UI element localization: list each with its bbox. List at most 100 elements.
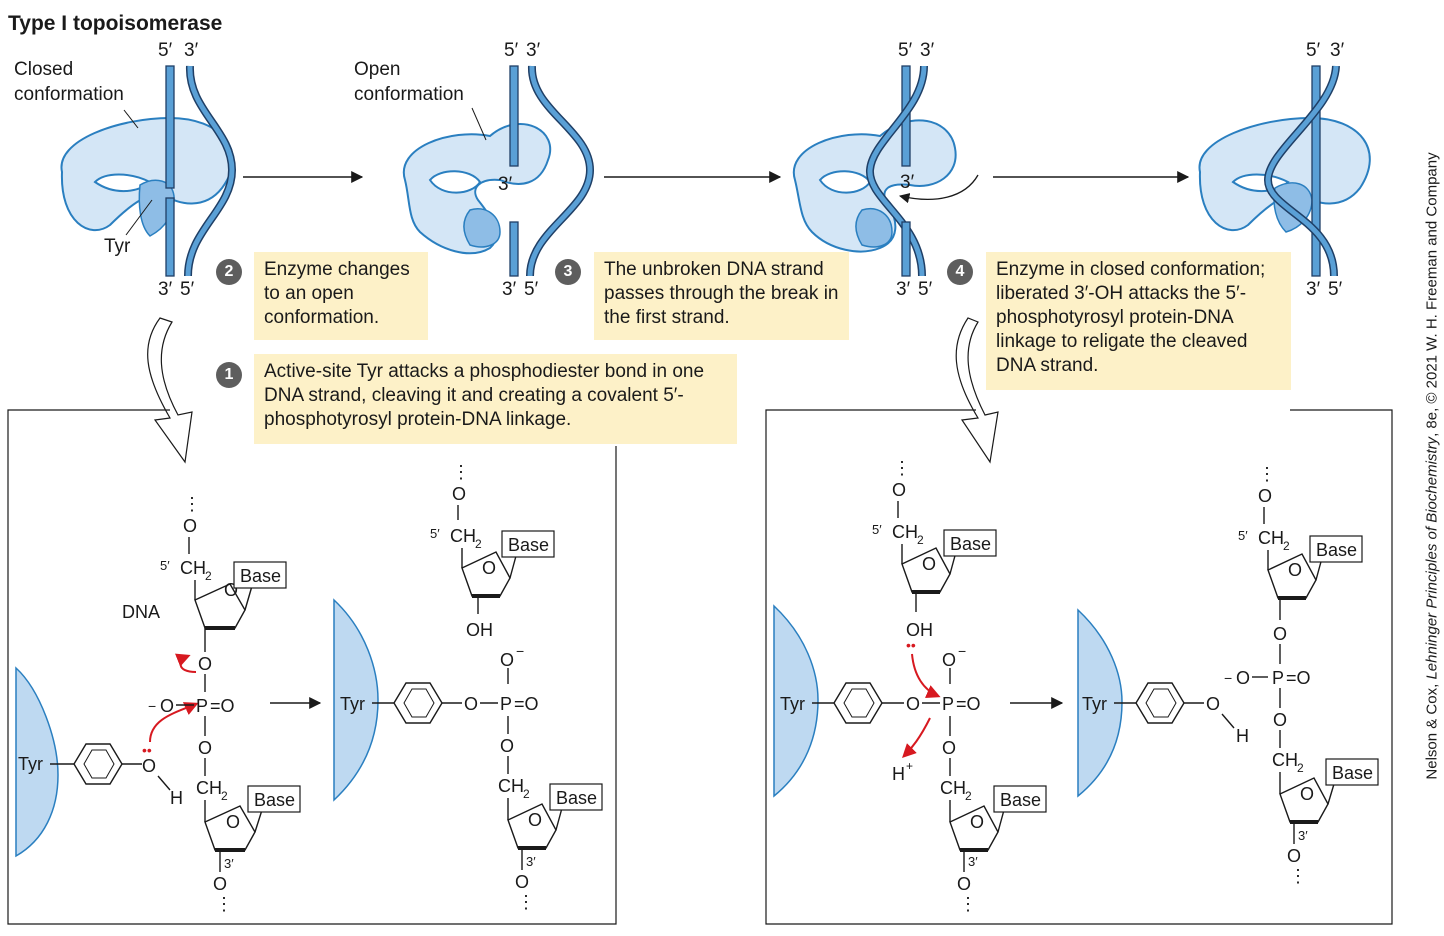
- svg-text:5′: 5′: [918, 279, 933, 300]
- svg-text:O: O: [500, 736, 514, 756]
- svg-text:DNA: DNA: [122, 602, 160, 622]
- hollow-arrow-left: [147, 317, 193, 464]
- svg-text:O: O: [198, 738, 212, 758]
- svg-text:O: O: [892, 480, 906, 500]
- svg-text:3′: 3′: [158, 279, 173, 300]
- svg-text:−: −: [148, 698, 156, 714]
- svg-text:5′: 5′: [160, 558, 170, 573]
- svg-text:P: P: [196, 696, 208, 716]
- top-labels: Closed conformation Open conformation Ty…: [14, 40, 1345, 300]
- svg-text:5′: 5′: [430, 526, 440, 541]
- svg-text:O: O: [1206, 694, 1220, 714]
- svg-text:5′: 5′: [1328, 279, 1343, 300]
- svg-text:O: O: [500, 650, 514, 670]
- svg-text:O: O: [1258, 486, 1272, 506]
- svg-text:O: O: [515, 872, 529, 892]
- svg-text:O: O: [482, 558, 496, 578]
- svg-text:••: ••: [142, 742, 152, 758]
- svg-text:2: 2: [917, 533, 924, 547]
- svg-text:⋮: ⋮: [452, 462, 470, 482]
- svg-text:3′: 3′: [1298, 828, 1308, 843]
- svg-text:−: −: [958, 643, 966, 659]
- svg-text:H: H: [1236, 726, 1249, 746]
- step-badge-2: 2: [216, 259, 242, 285]
- svg-text:O: O: [198, 654, 212, 674]
- svg-text:Base: Base: [950, 534, 991, 554]
- panel-right-border: [765, 409, 1393, 925]
- svg-text:3′: 3′: [184, 40, 199, 61]
- svg-text:Tyr: Tyr: [18, 754, 43, 774]
- svg-text:2: 2: [523, 787, 530, 801]
- svg-text:3′: 3′: [896, 279, 911, 300]
- svg-text:Base: Base: [1332, 763, 1373, 783]
- svg-text:O: O: [183, 516, 197, 536]
- svg-text:2: 2: [1297, 761, 1304, 775]
- svg-text:3′: 3′: [1306, 279, 1321, 300]
- svg-text:OH: OH: [906, 620, 933, 640]
- svg-text:••: ••: [906, 637, 916, 653]
- svg-text:O: O: [1273, 624, 1287, 644]
- svg-text:−: −: [1224, 670, 1232, 686]
- svg-text:−: −: [516, 643, 524, 659]
- step-badge-1: 1: [216, 362, 242, 388]
- svg-text:P: P: [1272, 668, 1284, 688]
- hollow-arrow-right: [955, 317, 999, 464]
- svg-text:CH: CH: [498, 776, 524, 796]
- svg-text:O: O: [922, 554, 936, 574]
- svg-text:3′: 3′: [900, 172, 915, 193]
- svg-text:Base: Base: [556, 788, 597, 808]
- enzyme-strand-passage: [792, 65, 979, 277]
- svg-text:5′: 5′: [524, 279, 539, 300]
- svg-text:5′: 5′: [158, 40, 173, 61]
- svg-text:conformation: conformation: [14, 84, 124, 105]
- svg-text:5′: 5′: [872, 522, 882, 537]
- svg-text:Open: Open: [354, 59, 400, 80]
- svg-text:O: O: [160, 696, 174, 716]
- panel-left-border: [7, 409, 617, 925]
- step-note-3: The unbroken DNA strand passes through t…: [594, 252, 849, 340]
- svg-text:O: O: [942, 650, 956, 670]
- svg-text:5′: 5′: [1238, 528, 1248, 543]
- svg-text:Base: Base: [1316, 540, 1357, 560]
- svg-text:2: 2: [221, 789, 228, 803]
- svg-text:3′: 3′: [1330, 40, 1345, 61]
- svg-text:Tyr: Tyr: [780, 694, 805, 714]
- step-note-1: Active-site Tyr attacks a phosphodiester…: [254, 354, 737, 444]
- svg-text:3′: 3′: [526, 40, 541, 61]
- svg-text:O: O: [226, 812, 240, 832]
- svg-text:⋮: ⋮: [959, 894, 977, 914]
- step-badge-3: 3: [555, 259, 581, 285]
- svg-text:O: O: [1273, 710, 1287, 730]
- svg-text:2: 2: [475, 537, 482, 551]
- mechanism-right: Tyr O P =O O − O CH 2 O Base 3′ O ⋮ H + …: [773, 458, 1379, 914]
- svg-text:O: O: [942, 738, 956, 758]
- svg-text:3′: 3′: [920, 40, 935, 61]
- enzyme-open: [402, 65, 595, 277]
- svg-text:5′: 5′: [898, 40, 913, 61]
- svg-text:5′: 5′: [1306, 40, 1321, 61]
- svg-text:=O: =O: [956, 694, 981, 714]
- svg-text:H: H: [170, 788, 183, 808]
- svg-text:Tyr: Tyr: [104, 236, 131, 257]
- svg-text:=O: =O: [514, 694, 539, 714]
- svg-text:Closed: Closed: [14, 59, 73, 80]
- mechanism-left: Tyr O •• H ⋮ O 5′ CH 2 DNA O Base O − O …: [15, 462, 603, 914]
- svg-text:CH: CH: [1258, 528, 1284, 548]
- svg-text:CH: CH: [940, 778, 966, 798]
- svg-text:5′: 5′: [180, 279, 195, 300]
- copyright-credit: Nelson & Cox, Lehninger Principles of Bi…: [1423, 152, 1441, 780]
- svg-text:+: +: [906, 759, 913, 773]
- svg-text:⋮: ⋮: [183, 494, 201, 514]
- step-note-4: Enzyme in closed conformation; liberated…: [986, 252, 1291, 390]
- enzyme-closed-2: [1198, 65, 1371, 277]
- svg-text:2: 2: [205, 569, 212, 583]
- svg-text:O: O: [213, 874, 227, 894]
- svg-text:O: O: [970, 812, 984, 832]
- svg-text:O: O: [1236, 668, 1250, 688]
- svg-text:=O: =O: [210, 696, 235, 716]
- svg-text:3′: 3′: [498, 174, 513, 195]
- svg-text:H: H: [892, 764, 905, 784]
- svg-text:CH: CH: [1272, 750, 1298, 770]
